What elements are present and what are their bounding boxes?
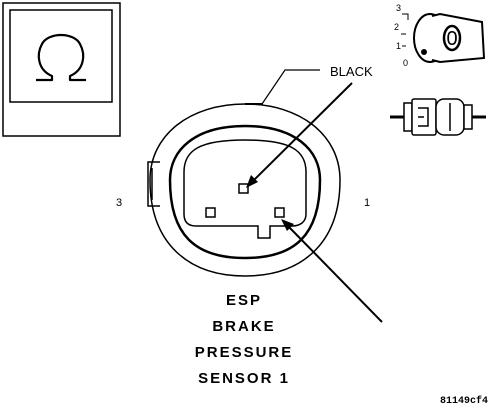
key-digit: 0: [446, 28, 457, 50]
title-line-4: SENSOR 1: [198, 370, 290, 387]
ohmmeter-icon: [2, 2, 121, 137]
title-arrow: [281, 219, 383, 323]
ignition-position-3: 3: [396, 3, 401, 13]
ignition-position-2: 2: [394, 22, 399, 32]
title-line-2: BRAKE: [212, 318, 275, 335]
title-line-1: ESP: [226, 292, 262, 309]
title-line-3: PRESSURE: [195, 344, 294, 361]
wire-color-label: BLACK: [330, 64, 373, 79]
pin-cavity-1: [274, 207, 285, 218]
ignition-position-0: 0: [403, 58, 408, 68]
pin-cavity-3: [205, 207, 216, 218]
wire-color-arrow: [246, 82, 353, 188]
ignition-key-icon: 3 2 1 0: [394, 3, 486, 68]
pin-cavity-center: [238, 183, 249, 194]
figure-code: 81149cf4: [440, 395, 488, 407]
diagram-title: ESP BRAKE PRESSURE SENSOR 1: [195, 292, 294, 387]
pin-number-3-label: 3: [116, 197, 122, 209]
ignition-position-1: 1: [396, 41, 401, 51]
pin-number-1-label: 1: [364, 197, 370, 209]
connector-icon: [390, 98, 486, 136]
sensor-connector-face: [147, 69, 341, 277]
